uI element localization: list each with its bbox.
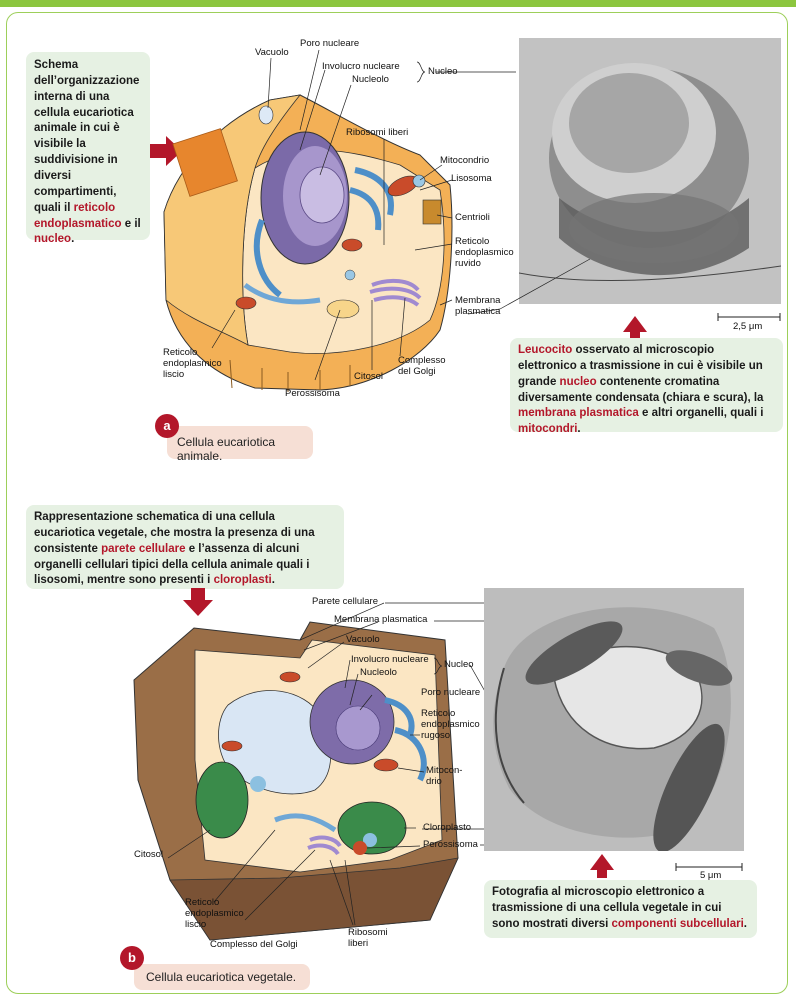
badge-b: b (120, 946, 144, 970)
plant-micrograph-note: Fotografia al microscopio elettronico a … (484, 880, 757, 938)
caption-b: Cellula eucariotica vegetale. (134, 964, 310, 990)
pointer-arrow-up (590, 854, 614, 878)
